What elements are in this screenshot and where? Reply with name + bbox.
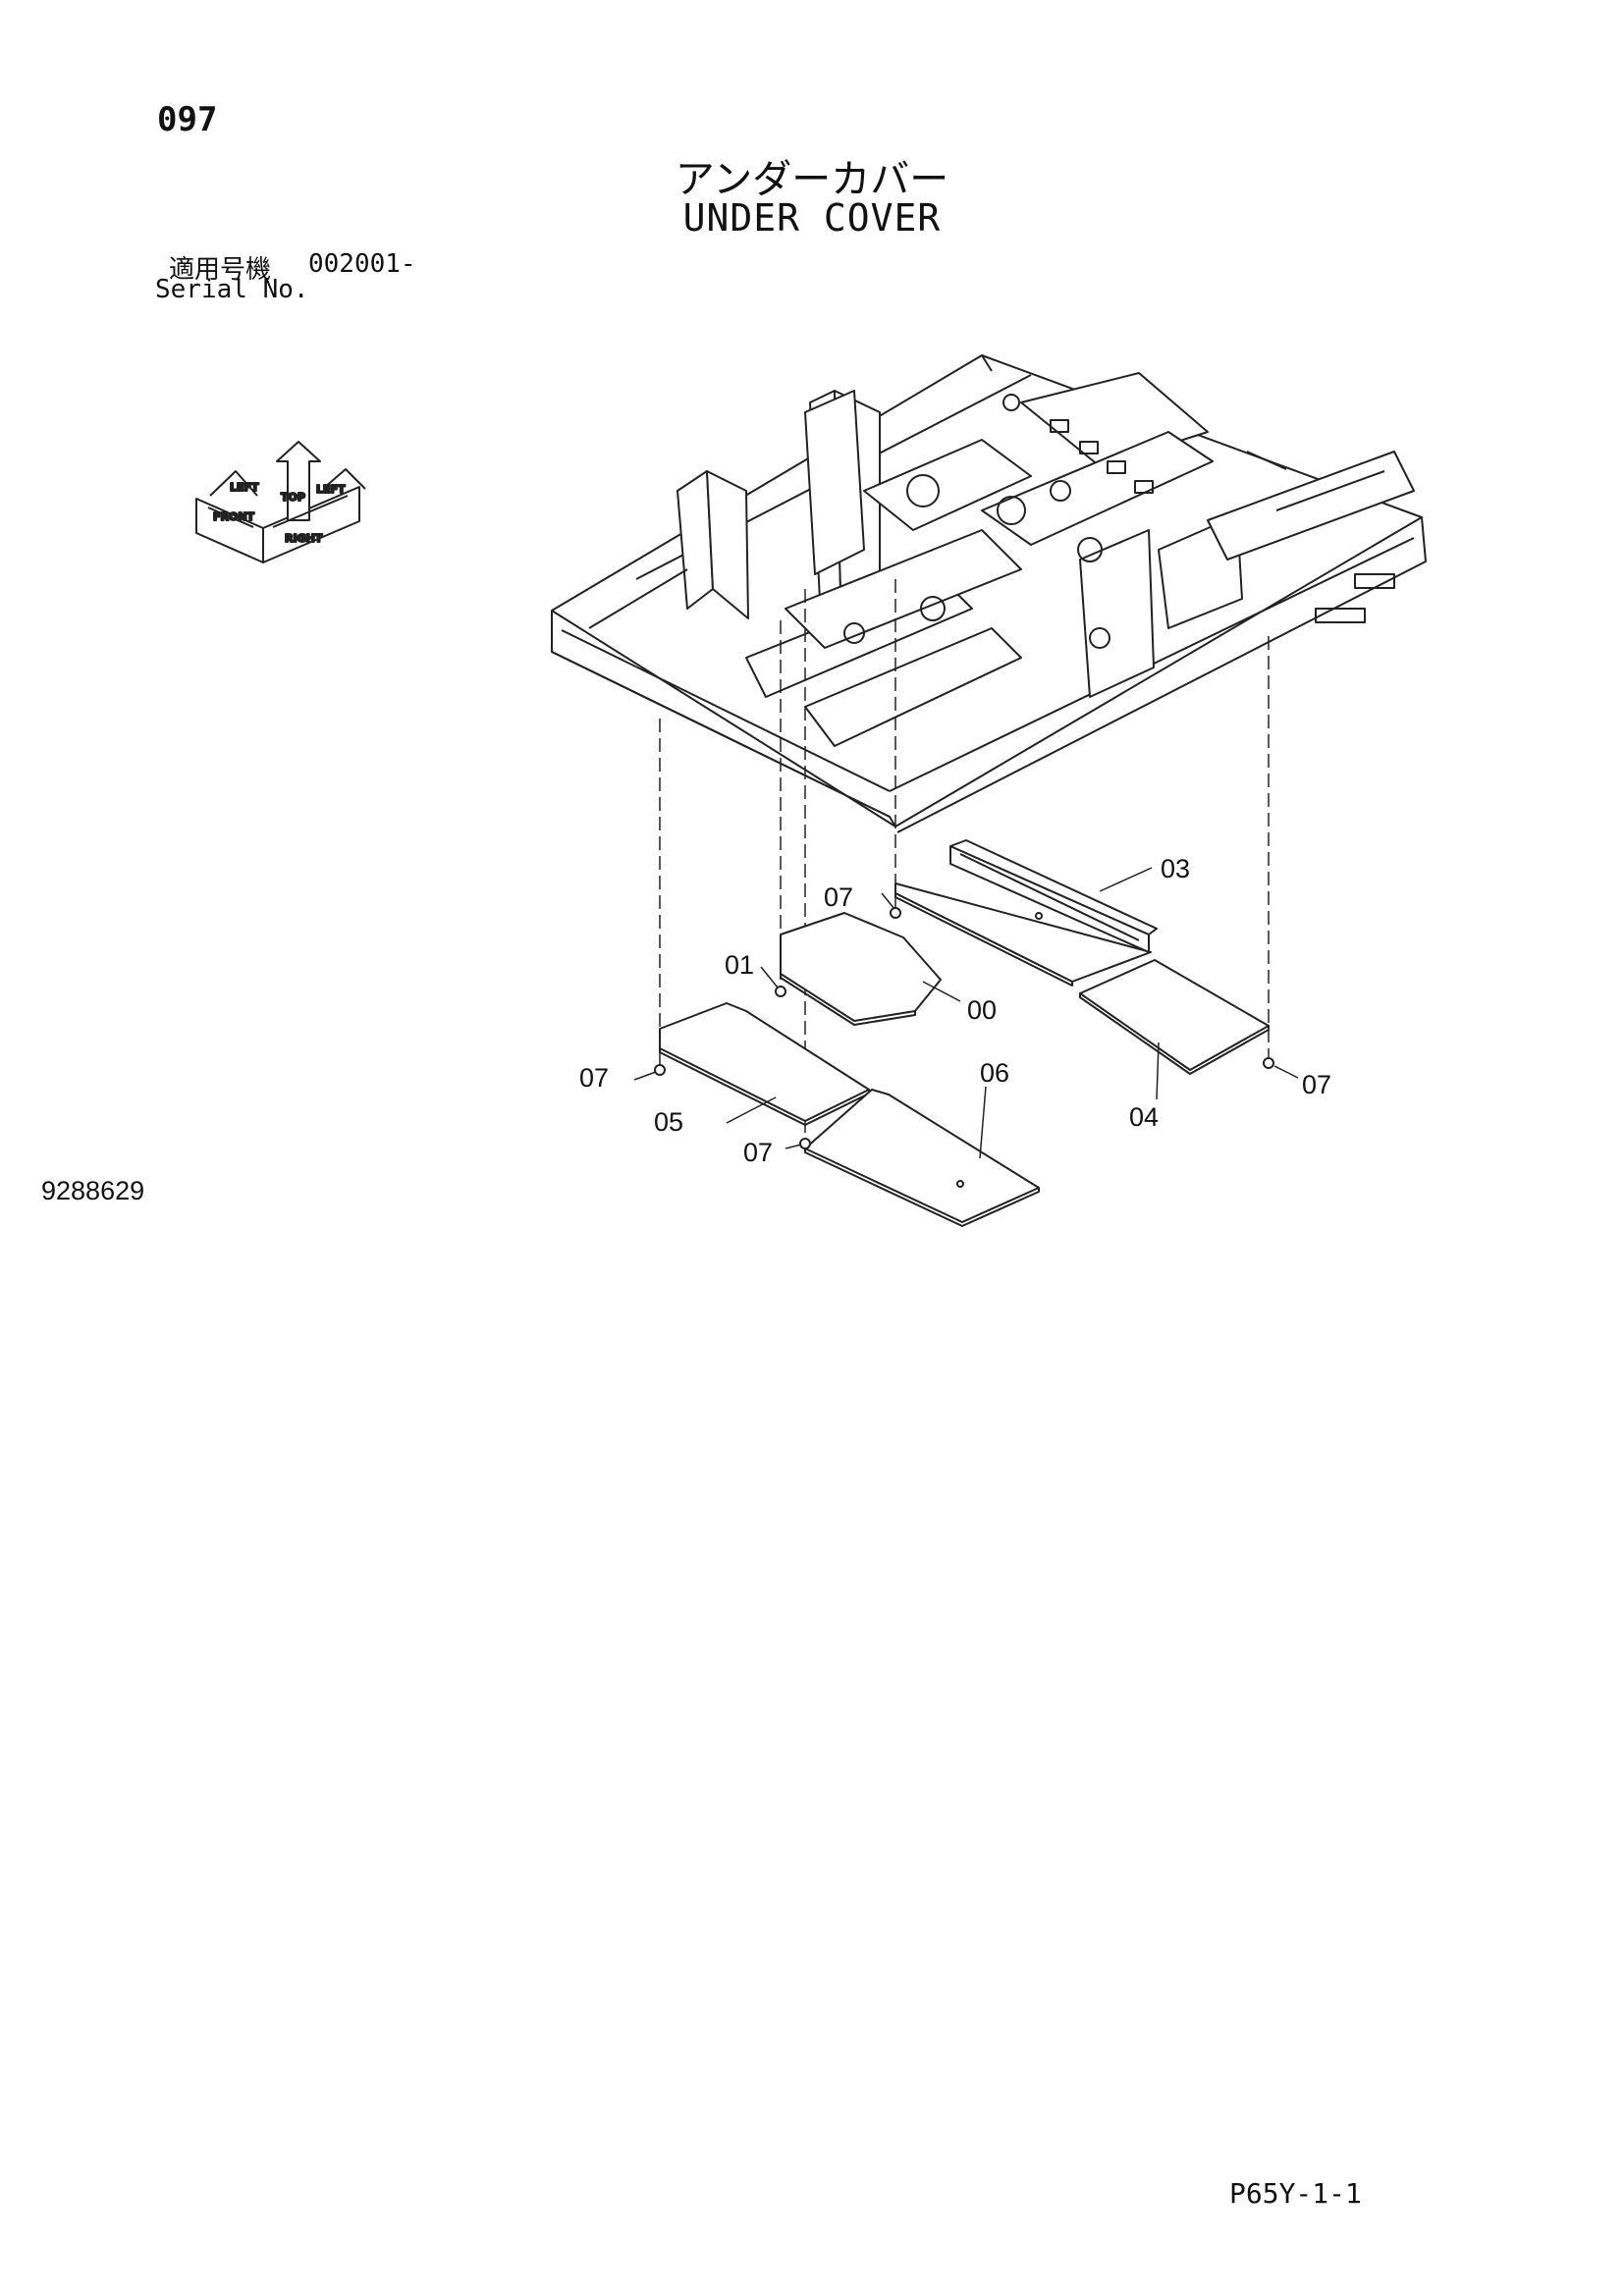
part-06-drawing: [804, 1089, 1040, 1227]
bolt-07-icon: [799, 1138, 811, 1149]
callout-00: 00: [967, 995, 997, 1025]
orientation-left-label-a: LEFT: [230, 481, 259, 494]
bolt-07-icon: [890, 907, 901, 919]
upper-frame-drawing: [551, 354, 1427, 833]
part-03-drawing: [894, 839, 1158, 987]
page-number: 097: [157, 100, 218, 139]
part-00-drawing: [780, 912, 942, 1026]
callout-04: 04: [1129, 1102, 1159, 1132]
part-04-drawing: [1079, 959, 1270, 1075]
orientation-top-label: TOP: [281, 491, 305, 504]
part-05-drawing: [659, 1002, 870, 1126]
callout-03: 03: [1161, 854, 1190, 883]
bolt-07-icon: [775, 986, 786, 997]
callout-07-right: 07: [1302, 1070, 1331, 1099]
page-title-english: UNDER COVER: [682, 196, 942, 240]
callout-01: 01: [725, 950, 754, 980]
orientation-right-label: RIGHT: [285, 532, 323, 545]
callout-07-left: 07: [579, 1063, 609, 1093]
bolt-07-icon: [654, 1064, 666, 1076]
drawing-number: 9288629: [41, 1176, 145, 1205]
callout-05: 05: [654, 1107, 683, 1137]
serial-number-value: 002001-: [308, 249, 416, 279]
serial-label-japanese: 適用号機: [169, 255, 272, 285]
callout-06: 06: [980, 1058, 1009, 1088]
page-title-japanese: アンダーカバー: [675, 157, 949, 202]
callout-07-bottom: 07: [743, 1138, 773, 1167]
orientation-symbol-icon: FRONT RIGHT TOP LEFT LEFT: [195, 441, 366, 563]
orientation-front-label: FRONT: [213, 510, 255, 523]
orientation-left-label-b: LEFT: [316, 483, 346, 496]
serial-label-english: Serial No.: [155, 275, 309, 304]
bolt-07-icon: [1263, 1057, 1274, 1069]
callout-07-top: 07: [824, 882, 853, 912]
page-code: P65Y-1-1: [1229, 2177, 1362, 2210]
